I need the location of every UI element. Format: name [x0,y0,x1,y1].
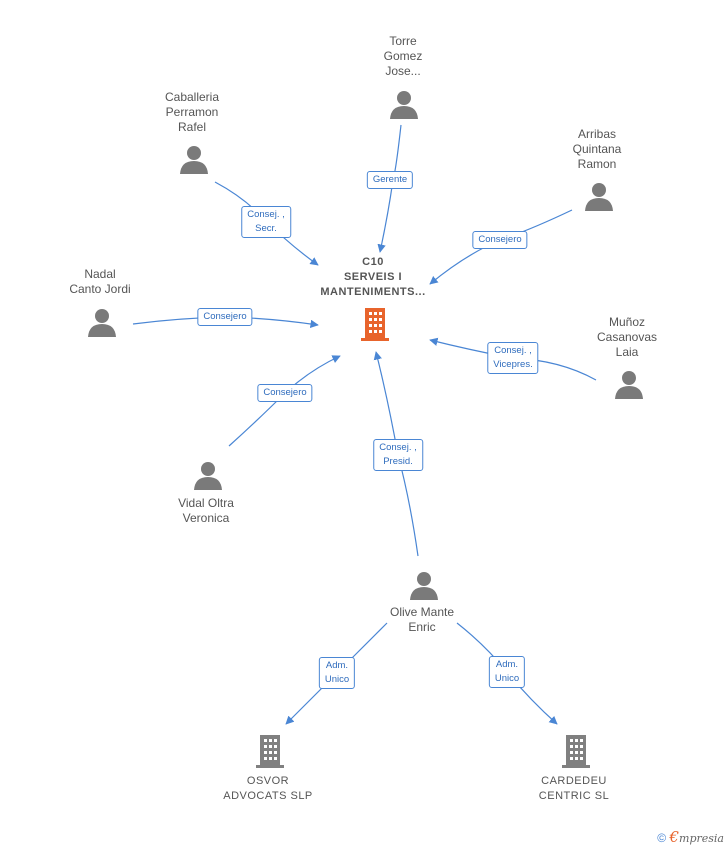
brand-footer[interactable]: © €mpresia [657,828,724,846]
person-icon-olive[interactable] [409,570,439,605]
person-arribas-name[interactable]: Arribas Quintana Ramon [572,127,622,171]
person-icon-arribas[interactable] [584,181,614,216]
building-icon-center[interactable] [359,306,391,347]
person-icon-nadal[interactable] [87,307,117,342]
building-icon-osvor[interactable] [255,733,285,774]
person-icon-torre[interactable] [389,89,419,124]
copyright-icon: © [657,831,667,845]
edge-label-nadal[interactable]: Consejero [197,308,253,326]
edge-label-arribas[interactable]: Consejero [472,231,528,249]
person-icon-caballeria[interactable] [179,144,209,179]
edge-label-torre[interactable]: Gerente [366,171,414,189]
center-company-name[interactable]: C10 SERVEIS I MANTENIMENTS... [320,256,426,298]
building-icon-cardedeu[interactable] [561,733,591,774]
person-olive-name[interactable]: Olive Mante Enric [389,605,455,634]
person-nadal-name[interactable]: Nadal Canto Jordi [69,267,131,296]
edge-label-olive[interactable]: Consej. , Presid. [373,439,423,471]
company-osvor-name[interactable]: OSVOR ADVOCATS SLP [223,775,313,802]
edge-label-cardedeu[interactable]: Adm. Unico [488,656,526,688]
person-icon-munoz[interactable] [614,369,644,404]
person-caballeria-name[interactable]: Caballeria Perramon Rafel [164,90,220,134]
edge-label-caballeria[interactable]: Consej. , Secr. [241,206,291,238]
company-cardedeu-name[interactable]: CARDEDEU CENTRIC SL [538,775,610,802]
brand-logo-text: mpresia [679,832,724,845]
person-icon-vidal[interactable] [193,460,223,495]
person-munoz-name[interactable]: Muñoz Casanovas Laia [596,315,658,359]
edge-label-osvor[interactable]: Adm. Unico [318,657,356,689]
edge-label-vidal[interactable]: Consejero [257,384,313,402]
brand-logo-initial: € [669,828,680,846]
person-torre-name[interactable]: Torre Gomez Jose... [383,34,423,78]
person-vidal-name[interactable]: Vidal Oltra Veronica [178,496,234,525]
edge-label-munoz[interactable]: Consej. , Vicepres. [487,342,539,374]
